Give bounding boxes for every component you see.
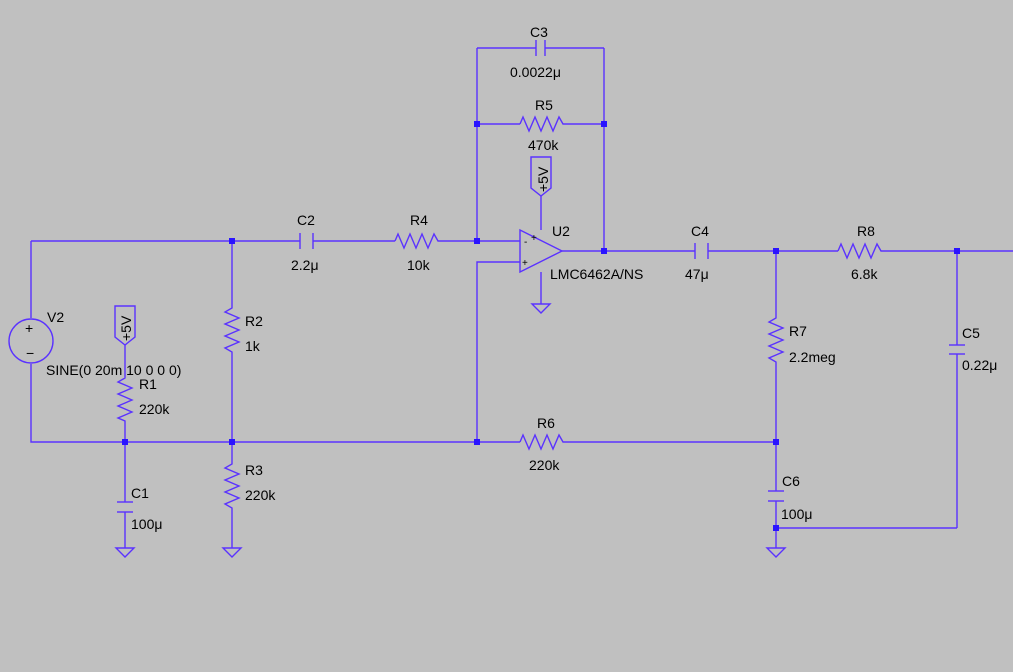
ground-c6 — [765, 547, 787, 558]
capacitor-c1[interactable]: C1 100μ — [117, 485, 162, 532]
r2-value: 1k — [245, 338, 261, 354]
resistor-r2[interactable]: R2 1k — [223, 302, 263, 362]
resistor-r5[interactable]: R5 470k — [519, 97, 566, 153]
r8-value: 6.8k — [851, 266, 878, 282]
c5-ref: C5 — [962, 325, 980, 341]
supply-flag-opamp: +5V — [530, 156, 552, 197]
r3-value: 220k — [245, 487, 276, 503]
opamp-minus-pin: - — [524, 237, 527, 248]
r7-ref: R7 — [789, 323, 807, 339]
c1-value: 100μ — [131, 516, 162, 532]
bias-supply-label: +5V — [118, 315, 134, 341]
r1-value: 220k — [139, 401, 170, 417]
junctions — [122, 121, 960, 531]
c6-value: 100μ — [781, 506, 812, 522]
c2-value: 2.2μ — [291, 257, 319, 273]
c4-value: 47μ — [685, 266, 709, 282]
capacitor-c2[interactable]: C2 2.2μ — [291, 212, 319, 273]
r7-value: 2.2meg — [789, 349, 836, 365]
r5-ref: R5 — [535, 97, 553, 113]
voltage-source-v2[interactable]: + − V2 SINE(0 20m 10 0 0 0) — [8, 309, 181, 378]
u2-value: LMC6462A/NS — [550, 266, 643, 282]
c4-ref: C4 — [691, 223, 709, 239]
resistor-r8[interactable]: R8 6.8k — [837, 223, 884, 282]
resistor-r1[interactable]: R1 220k — [116, 373, 170, 425]
capacitor-c3[interactable]: C3 0.0022μ — [510, 24, 561, 80]
resistor-r3[interactable]: R3 220k — [223, 457, 276, 514]
u2-ref: U2 — [552, 223, 570, 239]
c3-ref: C3 — [530, 24, 548, 40]
ground-opamp — [530, 303, 552, 314]
r4-ref: R4 — [410, 212, 428, 228]
r4-value: 10k — [407, 257, 431, 273]
ground-c1 — [114, 547, 136, 558]
c5-value: 0.22μ — [962, 357, 997, 373]
v2-value: SINE(0 20m 10 0 0 0) — [46, 362, 181, 378]
resistor-r7[interactable]: R7 2.2meg — [767, 312, 836, 372]
opamp-vplus-pin: + — [531, 233, 537, 244]
r2-ref: R2 — [245, 313, 263, 329]
c3-value: 0.0022μ — [510, 64, 561, 80]
opamp-plus-pin: + — [522, 258, 528, 269]
r3-ref: R3 — [245, 462, 263, 478]
r8-ref: R8 — [857, 223, 875, 239]
capacitor-c6[interactable]: C6 100μ — [768, 473, 812, 522]
v2-plus-sign: + — [25, 320, 33, 336]
r1-ref: R1 — [139, 376, 157, 392]
capacitor-c4[interactable]: C4 47μ — [685, 223, 709, 282]
capacitor-c5[interactable]: C5 0.22μ — [949, 325, 997, 373]
c1-ref: C1 — [131, 485, 149, 501]
r6-ref: R6 — [537, 415, 555, 431]
r6-value: 220k — [529, 457, 560, 473]
opamp-supply-label: +5V — [535, 166, 551, 192]
ground-r3 — [221, 547, 243, 558]
resistor-r4[interactable]: R4 10k — [394, 212, 441, 273]
supply-flag-bias: +5V — [114, 305, 136, 346]
c2-ref: C2 — [297, 212, 315, 228]
resistor-r6[interactable]: R6 220k — [519, 415, 566, 473]
v2-ref: V2 — [47, 309, 64, 325]
v2-minus-sign: − — [26, 345, 34, 361]
opamp-u2[interactable]: - + + U2 LMC6462A/NS — [519, 223, 643, 282]
r5-value: 470k — [528, 137, 559, 153]
c6-ref: C6 — [782, 473, 800, 489]
wires — [30, 47, 1013, 548]
